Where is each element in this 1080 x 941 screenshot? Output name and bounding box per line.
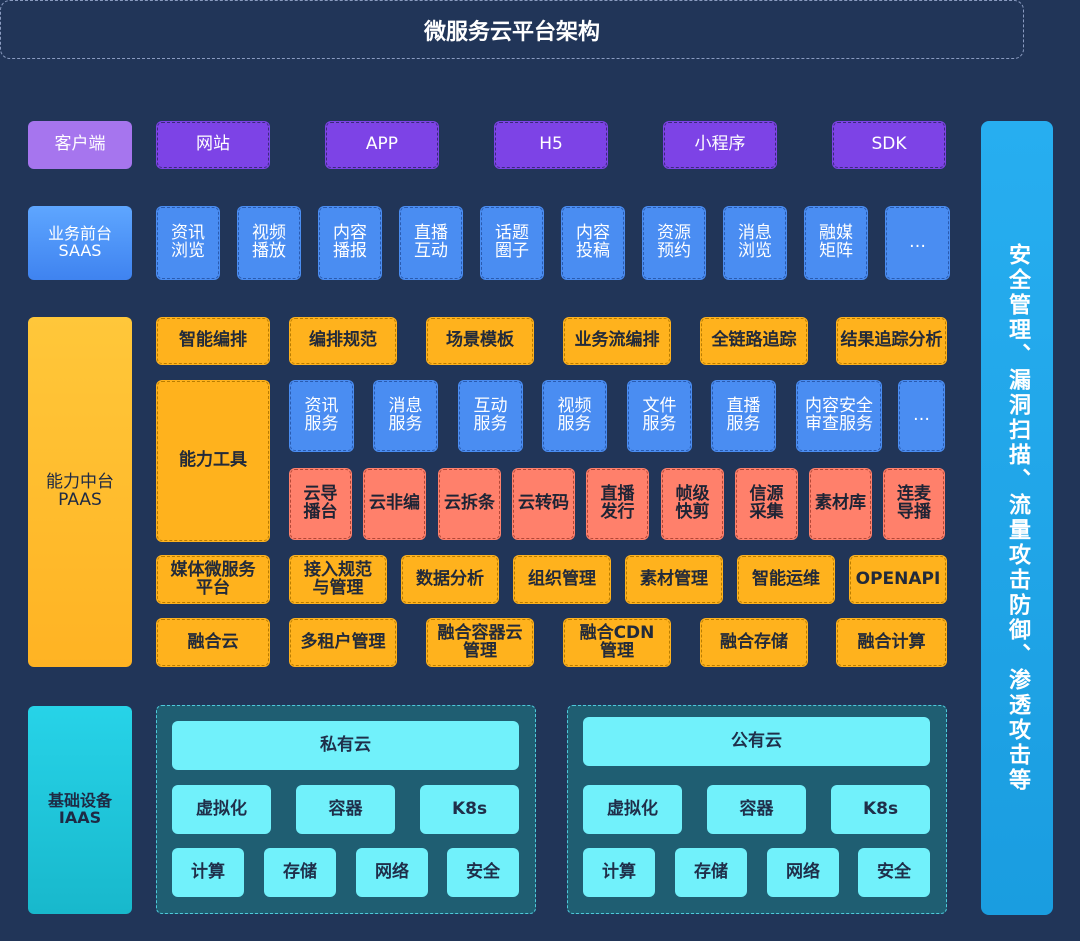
private-cloud-title: 私有云 [172,721,519,770]
fusion-cloud-item: 融合存储 [700,618,808,667]
iaas-public-resource: 存储 [675,848,747,897]
iaas-private-item: K8s [420,785,519,834]
cloud-tool: 云导 播台 [289,468,352,540]
fusion-cloud-item: 融合云 [156,618,270,667]
media-service-item: OPENAPI [849,555,947,604]
media-service-item: 媒体微服务 平台 [156,555,270,604]
iaas-private-item: 虚拟化 [172,785,271,834]
cloud-tool: 信源 采集 [735,468,798,540]
paas-layer-label: 能力中台 PAAS [28,317,132,667]
client-item: H5 [494,121,608,169]
fusion-cloud-item: 融合计算 [836,618,947,667]
saas-item: 融媒 矩阵 [804,206,868,280]
saas-item: 内容 投稿 [561,206,625,280]
capability-service: 视频 服务 [542,380,607,452]
fusion-cloud-item: 融合容器云 管理 [426,618,534,667]
client-layer-label: 客户端 [28,121,132,169]
iaas-public-item: 容器 [707,785,806,834]
iaas-public-item: 虚拟化 [583,785,682,834]
iaas-private-resource: 存储 [264,848,336,897]
iaas-public-resource: 计算 [583,848,655,897]
iaas-layer-label: 基础设备 IAAS [28,706,132,914]
orchestration-item: 智能编排 [156,317,270,365]
iaas-private-resource: 安全 [447,848,519,897]
iaas-private-item: 容器 [296,785,395,834]
iaas-public-resource: 网络 [767,848,839,897]
cloud-tool: 连麦 导播 [883,468,945,540]
iaas-private-resource: 计算 [172,848,244,897]
capability-service: 文件 服务 [627,380,692,452]
saas-item: … [885,206,950,280]
saas-item: 资源 预约 [642,206,706,280]
cloud-tool: 素材库 [809,468,872,540]
iaas-public-resource: 安全 [858,848,930,897]
diagram-title: 微服务云平台架构 [0,0,1024,59]
saas-item: 话题 圈子 [480,206,544,280]
capability-service: 资讯 服务 [289,380,354,452]
cloud-tool: 云转码 [512,468,575,540]
saas-item: 直播 互动 [399,206,463,280]
saas-item: 资讯 浏览 [156,206,220,280]
iaas-private-resource: 网络 [356,848,428,897]
iaas-public-item: K8s [831,785,930,834]
orchestration-item: 编排规范 [289,317,397,365]
orchestration-item: 业务流编排 [563,317,671,365]
public-cloud-title: 公有云 [583,717,930,766]
media-service-item: 接入规范 与管理 [289,555,387,604]
orchestration-item: 结果追踪分析 [836,317,947,365]
saas-item: 视频 播放 [237,206,301,280]
capability-service: 直播 服务 [711,380,776,452]
saas-layer-label: 业务前台 SAAS [28,206,132,280]
client-item: 小程序 [663,121,777,169]
cloud-tool: 帧级 快剪 [661,468,724,540]
capability-tools-label: 能力工具 [156,380,270,542]
security-management-bar: 安全管理、漏洞扫描、流量攻击防御、渗透攻击等 [981,121,1053,915]
client-item: 网站 [156,121,270,169]
media-service-item: 组织管理 [513,555,611,604]
saas-item: 内容 播报 [318,206,382,280]
orchestration-item: 全链路追踪 [700,317,808,365]
saas-item: 消息 浏览 [723,206,787,280]
capability-service: 内容安全 审查服务 [796,380,882,452]
orchestration-item: 场景模板 [426,317,534,365]
cloud-tool: 直播 发行 [586,468,649,540]
media-service-item: 素材管理 [625,555,723,604]
client-item: APP [325,121,439,169]
fusion-cloud-item: 多租户管理 [289,618,397,667]
capability-service: 互动 服务 [458,380,523,452]
fusion-cloud-item: 融合CDN 管理 [563,618,671,667]
media-service-item: 智能运维 [737,555,835,604]
capability-service: 消息 服务 [373,380,438,452]
client-item: SDK [832,121,946,169]
capability-service: … [898,380,945,452]
media-service-item: 数据分析 [401,555,499,604]
cloud-tool: 云拆条 [438,468,501,540]
cloud-tool: 云非编 [363,468,426,540]
